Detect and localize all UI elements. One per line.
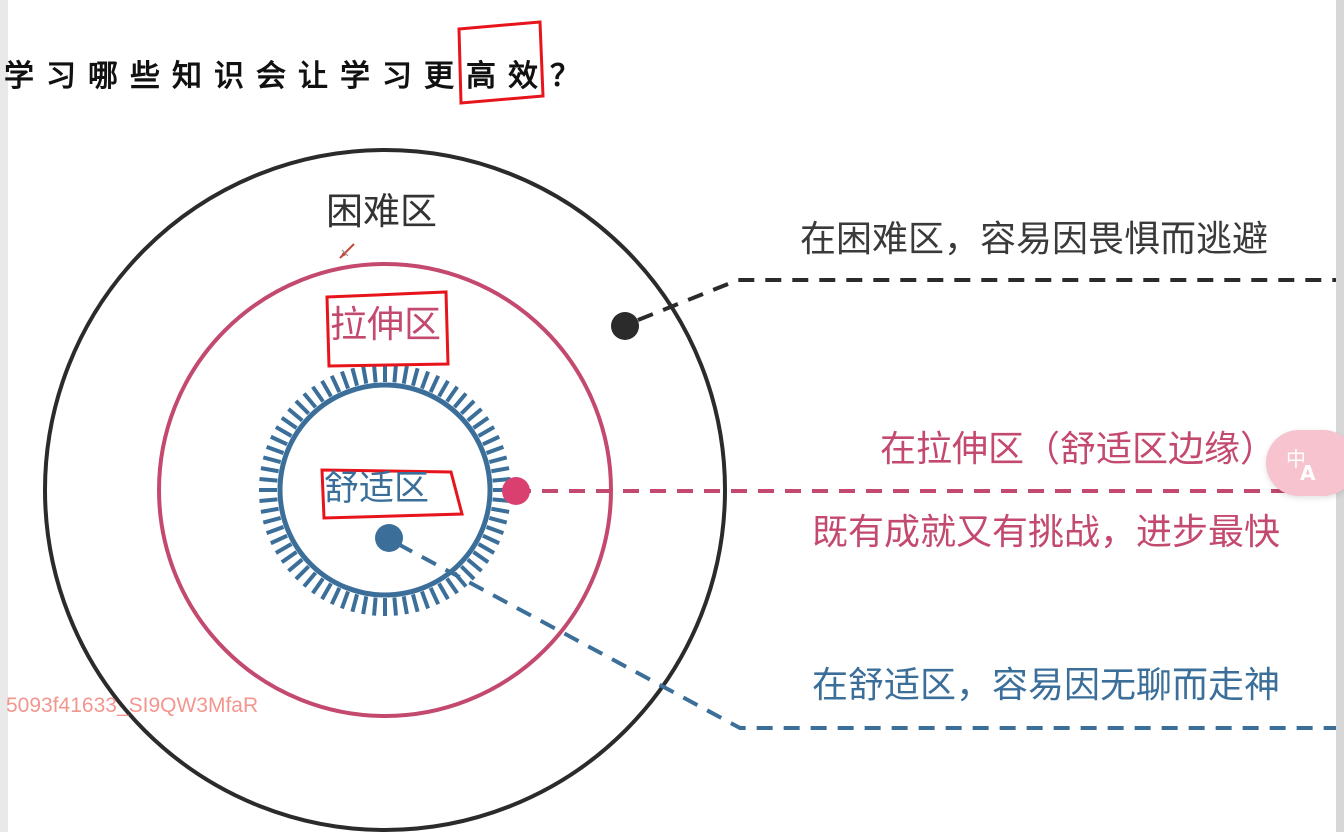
comfort-zone-tick [477, 425, 496, 438]
comfort-zone-tick [428, 374, 441, 393]
comfort-zone-tick [437, 582, 450, 601]
stretch-zone-note-line1: 在拉伸区（舒适区边缘） [880, 429, 1277, 470]
comfort-zone-tick-ring [259, 364, 511, 616]
comfort-zone-label: 舒适区 [324, 469, 430, 509]
comfort-zone-tick [482, 434, 501, 447]
comfort-zone-tick [361, 365, 369, 384]
comfort-zone-tick [401, 596, 409, 615]
annotation-box-comfort [320, 468, 464, 520]
hard-zone-note: 在困难区，容易因畏惧而逃避 [800, 219, 1269, 260]
hard-zone-connector [637, 278, 1344, 322]
comfort-zone-tick [320, 582, 333, 601]
stretch-zone-label: 拉伸区 [330, 303, 441, 346]
comfort-zone-tick [459, 564, 476, 581]
comfort-zone-tick [488, 455, 508, 464]
comfort-zone-tick [269, 533, 288, 546]
comfort-zone-tick [411, 367, 420, 387]
comfort-zone-tick [260, 466, 279, 474]
comfort-zone-tick [361, 596, 369, 615]
translate-button[interactable]: 中 A [1266, 430, 1344, 496]
comfort-zone-tick [466, 407, 483, 423]
comfort-zone-tick [287, 407, 304, 423]
comfort-zone-tick [259, 497, 278, 503]
comfort-zone-tick [350, 593, 359, 613]
comfort-zone-circle [277, 382, 493, 598]
hard-zone-dot [611, 312, 639, 340]
comfort-zone-tick [466, 557, 483, 573]
comfort-zone-tick [274, 542, 293, 555]
comfort-zone-tick [302, 571, 318, 588]
left-page-edge [0, 0, 8, 832]
comfort-zone-tick [262, 516, 282, 525]
comfort-zone-tick [392, 597, 398, 616]
comfort-zone-tick [445, 385, 459, 403]
comfort-zone-tick [259, 477, 278, 483]
translate-icon: 中 A [1286, 447, 1316, 484]
comfort-zone-tick [372, 364, 378, 383]
comfort-zone-tick [311, 385, 325, 403]
comfort-zone-tick [311, 577, 325, 595]
hard-zone-label: 困难区 [326, 190, 437, 233]
comfort-zone-tick [485, 525, 505, 535]
comfort-zone-tick [265, 525, 285, 535]
comfort-zone-tick [452, 392, 468, 409]
comfort-zone-tick [411, 593, 420, 613]
comfort-zone-tick [445, 577, 459, 595]
comfort-zone-tick [262, 455, 282, 464]
comfort-zone-tick [491, 506, 510, 514]
comfort-zone-tick [329, 374, 342, 393]
comfort-zone-tick [340, 590, 350, 610]
comfort-zone-tick [260, 506, 279, 514]
comfort-zone-tick [428, 587, 441, 606]
comfort-zone-tick [350, 367, 359, 387]
comfort-zone-tick [372, 597, 378, 616]
svg-text:中: 中 [1286, 447, 1306, 471]
comfort-zone-tick [280, 550, 298, 564]
comfort-zone-tick [340, 370, 350, 390]
comfort-zone-tick [420, 370, 430, 390]
hard-zone-circle [43, 148, 727, 832]
stretch-zone-note-line2: 既有成就又有挑战，进步最快 [812, 512, 1281, 553]
comfort-zone-tick [392, 364, 398, 383]
comfort-zone-connector [397, 542, 1344, 730]
comfort-zone-tick [492, 477, 511, 483]
annotation-box-stretch [325, 290, 450, 368]
comfort-zone-tick [477, 542, 496, 555]
comfort-zone-tick [294, 399, 311, 416]
comfort-zone-tick [280, 416, 298, 430]
comfort-zone-tick [491, 466, 510, 474]
comfort-zone-tick [459, 399, 476, 416]
comfort-zone-tick [320, 379, 333, 398]
comfort-zone-tick [329, 587, 342, 606]
watermark: 5093f41633_SI9QW3MfaR [6, 694, 259, 717]
stretch-zone-dot [502, 477, 530, 505]
comfort-zone-tick [488, 516, 508, 525]
comfort-zone-tick [485, 445, 505, 455]
comfort-zone-tick [269, 434, 288, 447]
svg-text:A: A [1300, 461, 1316, 484]
comfort-zone-tick [472, 550, 490, 564]
comfort-zone-tick [274, 425, 293, 438]
comfort-zone-tick [420, 590, 430, 610]
comfort-zone-tick [265, 445, 285, 455]
comfort-zone-dot [375, 524, 403, 552]
right-page-edge [1336, 0, 1344, 832]
comfort-zone-tick [482, 533, 501, 546]
comfort-zone-note: 在舒适区，容易因无聊而走神 [812, 665, 1281, 706]
comfort-zone-tick [287, 557, 304, 573]
comfort-zone-tick [294, 564, 311, 581]
page-title: 学习哪些知识会让学习更高效？ [4, 59, 592, 94]
comfort-zone-tick [437, 379, 450, 398]
comfort-zone-tick [472, 416, 490, 430]
pen-cursor-icon [339, 243, 355, 259]
comfort-zone-tick [302, 392, 318, 409]
comfort-zone-tick [401, 365, 409, 384]
annotation-box-heading [457, 20, 545, 105]
